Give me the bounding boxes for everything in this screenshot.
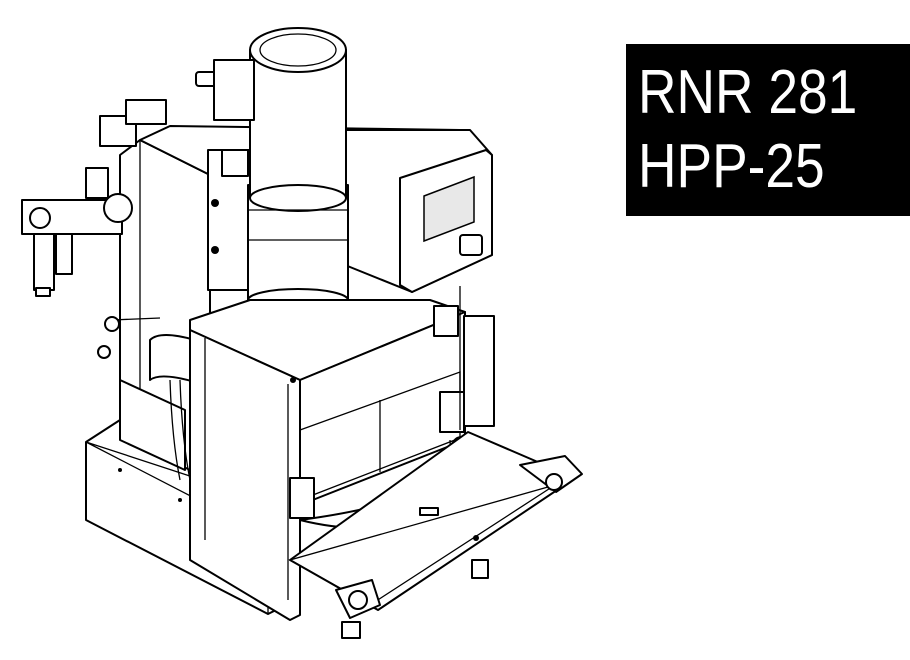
air-filter-regulator	[21, 167, 133, 297]
model-variant: HPP-25	[638, 132, 825, 201]
control-screen	[423, 175, 475, 243]
control-panel	[344, 129, 493, 293]
rotary-table	[288, 431, 576, 611]
model-label: RNR 281 HPP-25	[626, 44, 910, 216]
control-socket	[459, 234, 483, 256]
top-valves	[99, 59, 255, 147]
model-number: RNR 281	[638, 58, 858, 127]
side-lever	[97, 316, 196, 481]
slide-rails	[335, 455, 583, 639]
